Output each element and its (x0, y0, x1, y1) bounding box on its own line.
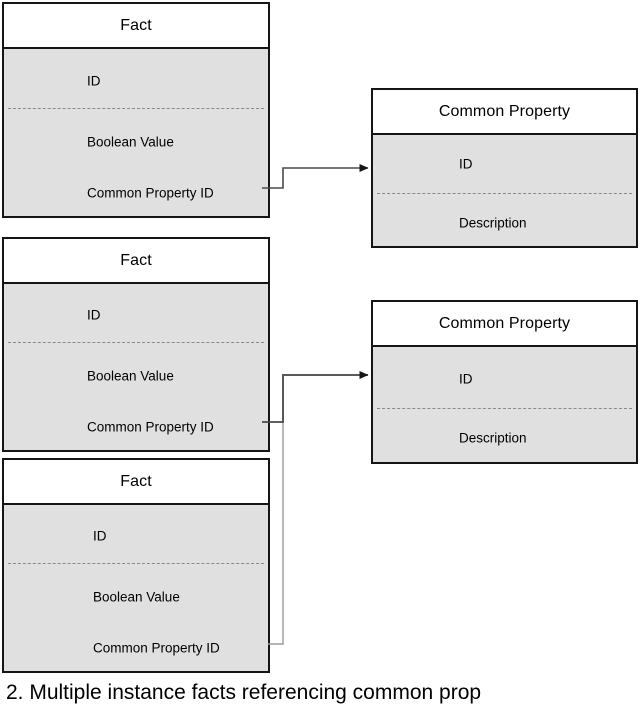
entity-fact-3-body: ID Boolean Value Common Property ID (4, 505, 268, 671)
field-fact-2-boolean-value[interactable]: Boolean Value (87, 368, 174, 384)
entity-fact-1-header: Fact (4, 4, 268, 49)
entity-fact-3[interactable]: Fact ID Boolean Value Common Property ID (2, 458, 270, 673)
figure-caption: 2. Multiple instance facts referencing c… (6, 681, 482, 704)
entity-fact-1-title: Fact (120, 16, 152, 34)
field-common-property-1-id[interactable]: ID (459, 156, 473, 172)
field-fact-1-common-property-id[interactable]: Common Property ID (87, 185, 214, 201)
entity-fact-2[interactable]: Fact ID Boolean Value Common Property ID (2, 237, 270, 452)
field-fact-1-id[interactable]: ID (87, 73, 101, 89)
field-fact-3-boolean-value[interactable]: Boolean Value (93, 589, 180, 605)
connector-fact-2-to-common-property-2 (262, 371, 369, 423)
field-divider-fact-2 (8, 342, 264, 343)
field-fact-3-id[interactable]: ID (93, 528, 107, 544)
entity-fact-1-body: ID Boolean Value Common Property ID (4, 49, 268, 216)
entity-common-property-1-title: Common Property (438, 102, 571, 120)
entity-common-property-2-title: Common Property (438, 314, 571, 332)
field-common-property-2-id[interactable]: ID (459, 371, 473, 387)
field-common-property-2-description[interactable]: Description (459, 430, 527, 446)
field-divider-common-property-1 (377, 193, 632, 194)
entity-fact-2-header: Fact (4, 239, 268, 284)
entity-fact-1[interactable]: Fact ID Boolean Value Common Property ID (2, 2, 270, 218)
field-divider-fact-3 (8, 563, 264, 564)
connector-fact-3-to-common-property-2 (268, 374, 368, 645)
field-fact-1-boolean-value[interactable]: Boolean Value (87, 134, 174, 150)
field-fact-3-common-property-id[interactable]: Common Property ID (93, 640, 220, 656)
entity-fact-2-title: Fact (120, 251, 152, 269)
field-divider-common-property-2 (377, 408, 632, 409)
entity-fact-2-body: ID Boolean Value Common Property ID (4, 284, 268, 450)
entity-fact-3-header: Fact (4, 460, 268, 505)
entity-common-property-1-header: Common Property (373, 90, 636, 135)
connector-fact-1-to-common-property-1 (262, 164, 369, 189)
entity-common-property-1[interactable]: Common Property ID Description (371, 88, 638, 248)
field-fact-2-id[interactable]: ID (87, 307, 101, 323)
entity-common-property-1-body: ID Description (373, 135, 636, 246)
entity-common-property-2-body: ID Description (373, 347, 636, 462)
entity-common-property-2-header: Common Property (373, 302, 636, 347)
entity-fact-3-title: Fact (120, 472, 152, 490)
field-divider-fact-1 (8, 108, 264, 109)
field-fact-2-common-property-id[interactable]: Common Property ID (87, 419, 214, 435)
entity-common-property-2[interactable]: Common Property ID Description (371, 300, 638, 464)
field-common-property-1-description[interactable]: Description (459, 215, 527, 231)
